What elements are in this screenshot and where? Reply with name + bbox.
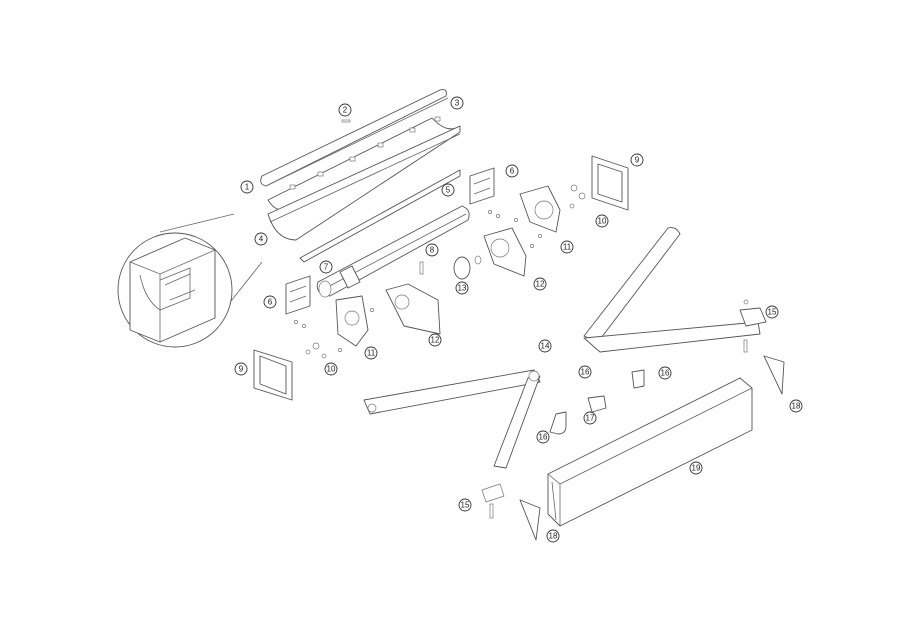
- callout-15: 15: [458, 498, 472, 512]
- svg-text:9: 9: [239, 365, 244, 374]
- svg-text:2: 2: [343, 106, 348, 115]
- part-side-plate-left: [285, 275, 311, 315]
- svg-text:17: 17: [586, 414, 595, 423]
- callout-6: 6: [263, 295, 277, 309]
- svg-text:5: 5: [446, 186, 451, 195]
- svg-text:18: 18: [549, 532, 558, 541]
- part-bracket-left: [335, 283, 441, 347]
- callout-10: 10: [324, 362, 338, 376]
- callout-18: 18: [789, 399, 803, 413]
- callout-17: 17: [583, 411, 597, 425]
- callout-18: 18: [546, 529, 560, 543]
- svg-text:7: 7: [324, 263, 329, 272]
- svg-text:15: 15: [768, 308, 777, 317]
- callout-4: 4: [254, 232, 268, 246]
- svg-text:19: 19: [692, 464, 701, 473]
- part-gutter-profile: [267, 116, 461, 241]
- callout-9: 9: [630, 153, 644, 167]
- svg-text:14: 14: [541, 342, 550, 351]
- svg-text:3: 3: [455, 99, 460, 108]
- part-roller-tube: [316, 205, 470, 298]
- part-arm-left: [363, 369, 541, 469]
- svg-text:18: 18: [792, 402, 801, 411]
- svg-text:16: 16: [661, 369, 670, 378]
- callout-16: 16: [536, 430, 550, 444]
- callouts: 1 2 3 4 5 6 6 7 8 9 9 10 10 11 11 12 12 …: [234, 96, 803, 543]
- svg-text:8: 8: [430, 246, 435, 255]
- svg-text:16: 16: [539, 433, 548, 442]
- svg-text:12: 12: [431, 336, 440, 345]
- svg-text:13: 13: [458, 284, 467, 293]
- part-arm-right: [583, 227, 767, 353]
- callout-14: 14: [538, 339, 552, 353]
- svg-text:11: 11: [367, 349, 376, 358]
- part-mounting-plate: [519, 355, 785, 541]
- svg-text:16: 16: [581, 368, 590, 377]
- callout-7: 7: [319, 260, 333, 274]
- part-front-strip: [299, 169, 461, 263]
- svg-text:11: 11: [563, 243, 572, 252]
- callout-11: 11: [560, 240, 574, 254]
- svg-text:15: 15: [461, 501, 470, 510]
- callout-2: 2: [338, 103, 352, 117]
- callout-19: 19: [689, 461, 703, 475]
- callout-1: 1: [240, 180, 254, 194]
- part-clips: [549, 369, 645, 435]
- callout-12: 12: [428, 333, 442, 347]
- callout-13: 13: [455, 281, 469, 295]
- callout-6: 6: [505, 164, 519, 178]
- callout-9: 9: [234, 362, 248, 376]
- callout-8: 8: [425, 243, 439, 257]
- callout-16: 16: [578, 365, 592, 379]
- callout-15: 15: [765, 305, 779, 319]
- part-front-bar: [547, 377, 753, 527]
- part-bracket-right: [483, 185, 561, 277]
- callout-16: 16: [658, 366, 672, 380]
- part-fasteners: [294, 184, 586, 359]
- profile-detail-magnifier: [117, 213, 263, 348]
- callout-3: 3: [450, 96, 464, 110]
- callout-5: 5: [441, 183, 455, 197]
- part-end-cap-left: [253, 349, 293, 401]
- svg-text:1: 1: [245, 183, 250, 192]
- svg-text:6: 6: [268, 298, 273, 307]
- svg-text:10: 10: [327, 365, 336, 374]
- svg-text:10: 10: [598, 217, 607, 226]
- callout-10: 10: [595, 214, 609, 228]
- part-side-plate-right: [469, 167, 495, 205]
- svg-text:12: 12: [536, 280, 545, 289]
- callout-12: 12: [533, 277, 547, 291]
- svg-text:6: 6: [510, 167, 515, 176]
- part-adapter-ring: [453, 255, 482, 280]
- svg-text:4: 4: [259, 235, 264, 244]
- part-end-cap-right: [591, 155, 629, 211]
- part-arm-fitting: [481, 299, 749, 519]
- callout-11: 11: [364, 346, 378, 360]
- part-top-cover: [260, 89, 449, 187]
- svg-text:9: 9: [635, 156, 640, 165]
- part-pin: [419, 261, 424, 275]
